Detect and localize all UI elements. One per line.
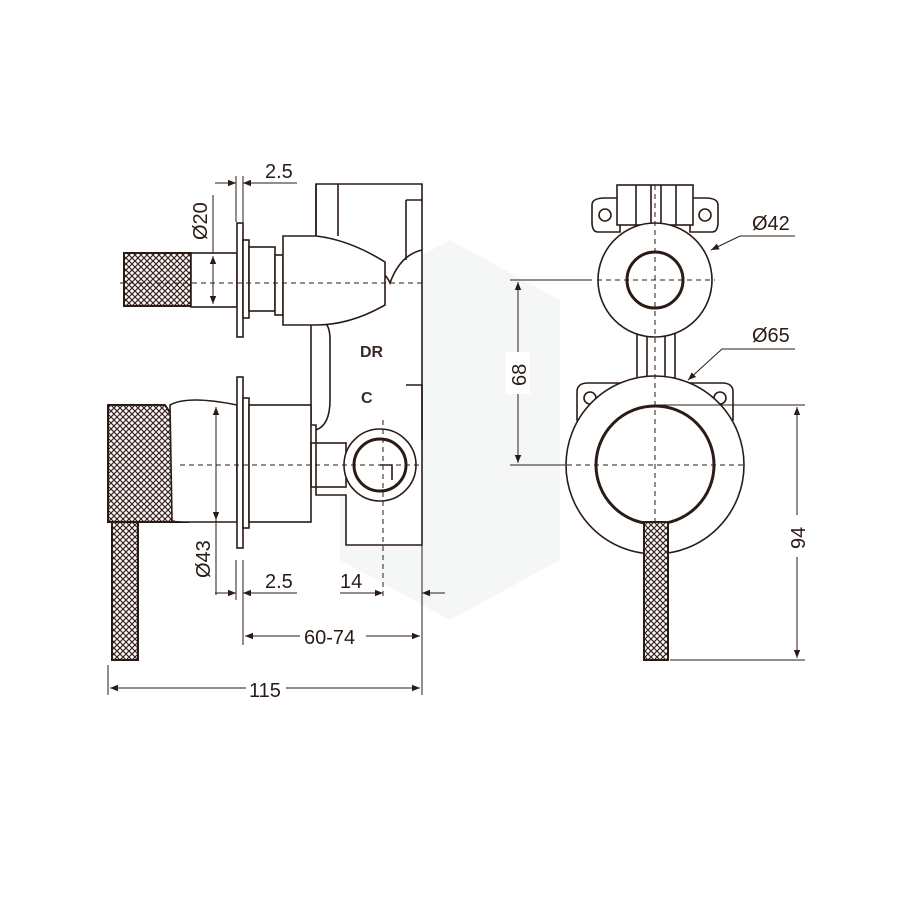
mixer-lever (111, 521, 139, 661)
dim-wall-depth: 60-74 (304, 627, 355, 649)
dim-flange-bottom: 2.5 (265, 571, 293, 593)
dim-spindle-dia: Ø20 (190, 202, 212, 240)
front-lever (643, 521, 669, 661)
front-view: 68 94 Ø42 Ø65 (506, 184, 810, 661)
marking-dr: DR (360, 344, 384, 361)
marking-c: C (361, 390, 373, 407)
dim-diverter-plate: Ø42 (752, 213, 790, 235)
side-view: DR C 2.5 Ø20 Ø43 2.5 14 60-74 115 (107, 161, 445, 702)
mixer-flange (236, 376, 244, 549)
diverter-knob (123, 252, 192, 307)
dim-flange-top: 2.5 (265, 161, 293, 183)
dim-handle-dia: Ø43 (193, 540, 215, 578)
diverter-flange (236, 222, 244, 338)
dim-overall-depth: 115 (249, 680, 281, 702)
dim-mixer-plate: Ø65 (752, 325, 790, 347)
dim-body-offset: 14 (340, 571, 362, 593)
dim-centre-spacing: 68 (509, 364, 531, 386)
dim-handle-length: 94 (788, 527, 810, 549)
